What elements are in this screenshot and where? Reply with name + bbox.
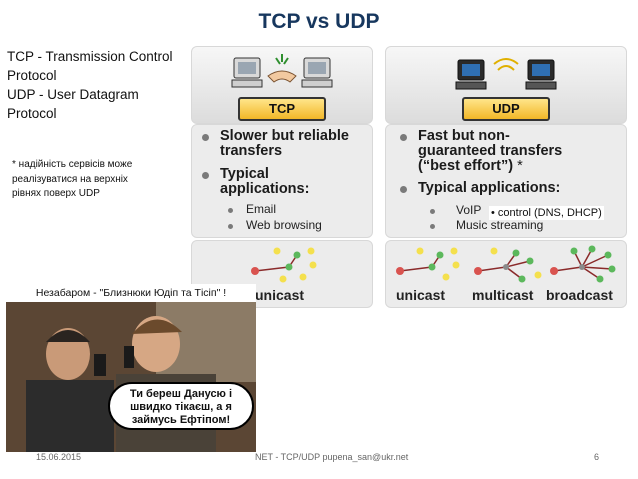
broadcast-diagram <box>550 245 616 283</box>
udp-bullet-speed: Fast but non- guaranteed transfers (“bes… <box>418 129 562 174</box>
tcp-unicast-caption: unicast <box>255 287 305 303</box>
tcp-label: TCP <box>238 97 326 121</box>
bullet-text: Slower but reliable <box>220 128 349 144</box>
udp-control-note: • control (DNS, DHCP) <box>489 206 604 220</box>
bullet-text: transfers <box>220 143 283 159</box>
computers-wireless-icon <box>455 58 557 90</box>
udp-cast-panel: unicast multicast broadcast <box>385 240 627 308</box>
udp-unicast-caption: unicast <box>396 287 446 303</box>
bullet-dot <box>400 134 407 141</box>
tcp-header-panel: TCP <box>191 46 373 124</box>
speech-bubble: Ти береш Данусю і швидко тікаєш, а я зай… <box>108 382 254 430</box>
definition-line: UDP - User Datagram <box>7 87 139 102</box>
bullet-dot <box>202 134 209 141</box>
reliability-note: * надійність сервісів може реалізуватися… <box>12 158 162 202</box>
definition-line: Protocol <box>7 106 57 121</box>
udp-app-voip: VoIP <box>456 203 482 217</box>
udp-multicast-caption: multicast <box>472 287 534 303</box>
bullet-dot <box>228 208 233 213</box>
udp-broadcast-caption: broadcast <box>546 287 613 303</box>
bullet-text: Typical <box>220 166 269 182</box>
udp-properties-panel: Fast but non- guaranteed transfers (“bes… <box>385 124 627 238</box>
definition-line: TCP - Transmission Control <box>7 49 173 64</box>
bullet-dot <box>228 224 233 229</box>
definitions: TCP - Transmission Control Protocol UDP … <box>7 47 187 123</box>
multicast-diagram <box>474 247 542 283</box>
tcp-bullet-speed: Slower but reliable transfers <box>220 129 349 159</box>
speech-line: швидко тікаєш, а я <box>130 401 232 413</box>
tcp-properties-panel: Slower but reliable transfers Typical ap… <box>191 124 373 238</box>
page-number: 6 <box>594 452 600 462</box>
definition-line: Protocol <box>7 68 57 83</box>
bullet-dot <box>430 224 435 229</box>
bullet-text: Fast but non- <box>418 128 510 144</box>
udp-bullet-apps: Typical applications: <box>418 180 561 196</box>
page-title: TCP vs UDP <box>258 10 380 33</box>
note-line: * надійність сервісів може <box>12 159 133 170</box>
note-line: реалізуватися на верхніх <box>12 173 128 185</box>
udp-label: UDP <box>462 97 550 121</box>
speech-line: Ти береш Данусю і <box>129 388 233 400</box>
speech-line: займусь Ефтіпом! <box>131 414 231 426</box>
unicast-diagram <box>396 247 460 281</box>
footer-date: 15.06.2015 <box>36 452 82 462</box>
note-line: рівнях поверх UDP <box>12 188 100 199</box>
unicast-diagram <box>251 247 317 283</box>
bullet-text: (“best effort”) <box>418 158 514 174</box>
footnote-star: * <box>517 158 523 174</box>
tcp-app-web: Web browsing <box>246 218 322 232</box>
computers-handshake-icon <box>231 54 333 88</box>
tcp-bullet-apps: Typical applications: <box>220 167 309 197</box>
footer-center: NET - TCP/UDP pupena_san@ukr.net <box>255 452 409 462</box>
bullet-dot <box>400 186 407 193</box>
udp-header-panel: UDP <box>385 46 627 124</box>
tcp-app-email: Email <box>246 202 277 216</box>
photo-caption: Незабаром - "Близнюки Юдіп та Тісіп" ! <box>6 284 256 302</box>
bullet-text: guaranteed transfers <box>418 143 563 159</box>
bullet-dot <box>430 209 435 214</box>
bullet-text: applications: <box>220 181 310 197</box>
bullet-dot <box>202 172 209 179</box>
udp-app-music: Music streaming <box>456 218 544 232</box>
